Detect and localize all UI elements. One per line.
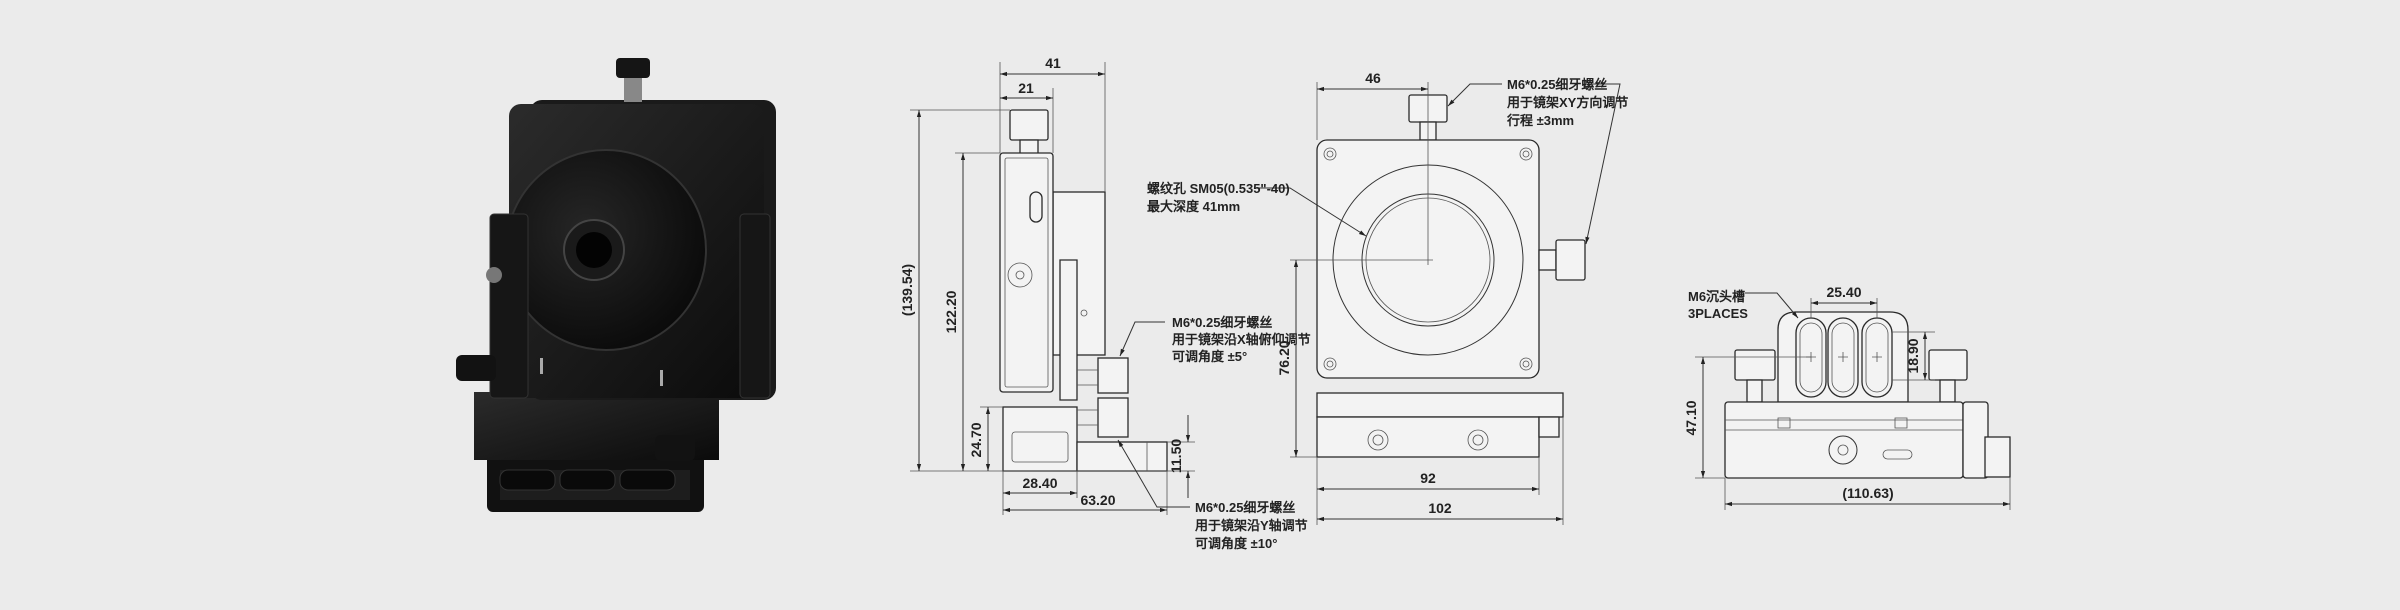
- dim-side-width-total: 41: [1045, 55, 1061, 71]
- dim-front-plate-width: 92: [1420, 470, 1436, 486]
- bottom-view-drawing: [1695, 292, 2011, 510]
- dim-side-base-depth: 28.40: [1022, 475, 1057, 491]
- note-line: M6*0.25细牙螺丝: [1172, 315, 1272, 330]
- dim-bottom-slot-pitch: 25.40: [1826, 284, 1861, 300]
- dim-side-width-front: 21: [1018, 80, 1034, 96]
- dim-side-plate-depth: 63.20: [1080, 492, 1115, 508]
- product-photo: [456, 58, 776, 512]
- note-line: M6*0.25细牙螺丝: [1507, 77, 1607, 92]
- note-line: 可调角度 ±10°: [1195, 536, 1277, 551]
- note-line: 用于镜架XY方向调节: [1506, 95, 1628, 110]
- note-line: 最大深度 41mm: [1147, 199, 1240, 214]
- note-line: 3PLACES: [1688, 306, 1748, 321]
- front-view-drawing: [1258, 82, 1621, 525]
- note-y-tilt-screw: M6*0.25细牙螺丝 用于镜架沿Y轴调节 可调角度 ±10°: [1194, 500, 1308, 551]
- dim-front-center-height: 76.20: [1276, 340, 1292, 375]
- dim-front-center-offset: 46: [1365, 70, 1381, 86]
- dim-side-height-total: (139.54): [899, 264, 915, 316]
- dim-bottom-height: 47.10: [1683, 400, 1699, 435]
- note-line: 行程 ±3mm: [1506, 113, 1574, 128]
- dim-bottom-slot-length: 18.90: [1905, 338, 1921, 373]
- note-line: M6沉头槽: [1688, 289, 1745, 304]
- note-countersunk-slots: M6沉头槽 3PLACES: [1688, 289, 1748, 321]
- side-view-drawing: [910, 62, 1195, 515]
- dim-side-plate-height: 11.50: [1168, 439, 1184, 473]
- note-thread-hole: 螺纹孔 SM05(0.535"-40) 最大深度 41mm: [1147, 181, 1290, 214]
- note-xy-screw: M6*0.25细牙螺丝 用于镜架XY方向调节 行程 ±3mm: [1506, 77, 1628, 128]
- note-line: M6*0.25细牙螺丝: [1195, 500, 1295, 515]
- dim-side-base-height: 24.70: [968, 422, 984, 457]
- dim-bottom-width: (110.63): [1842, 485, 1893, 501]
- note-x-tilt-screw: M6*0.25细牙螺丝 用于镜架沿X轴俯仰调节 可调角度 ±5°: [1171, 315, 1311, 364]
- note-line: 可调角度 ±5°: [1172, 349, 1247, 364]
- dim-side-height-body: 122.20: [943, 290, 959, 333]
- dim-front-base-width: 102: [1428, 500, 1452, 516]
- note-line: 用于镜架沿X轴俯仰调节: [1171, 332, 1311, 347]
- note-line: 用于镜架沿Y轴调节: [1194, 518, 1308, 533]
- note-line: 螺纹孔 SM05(0.535"-40): [1147, 181, 1290, 196]
